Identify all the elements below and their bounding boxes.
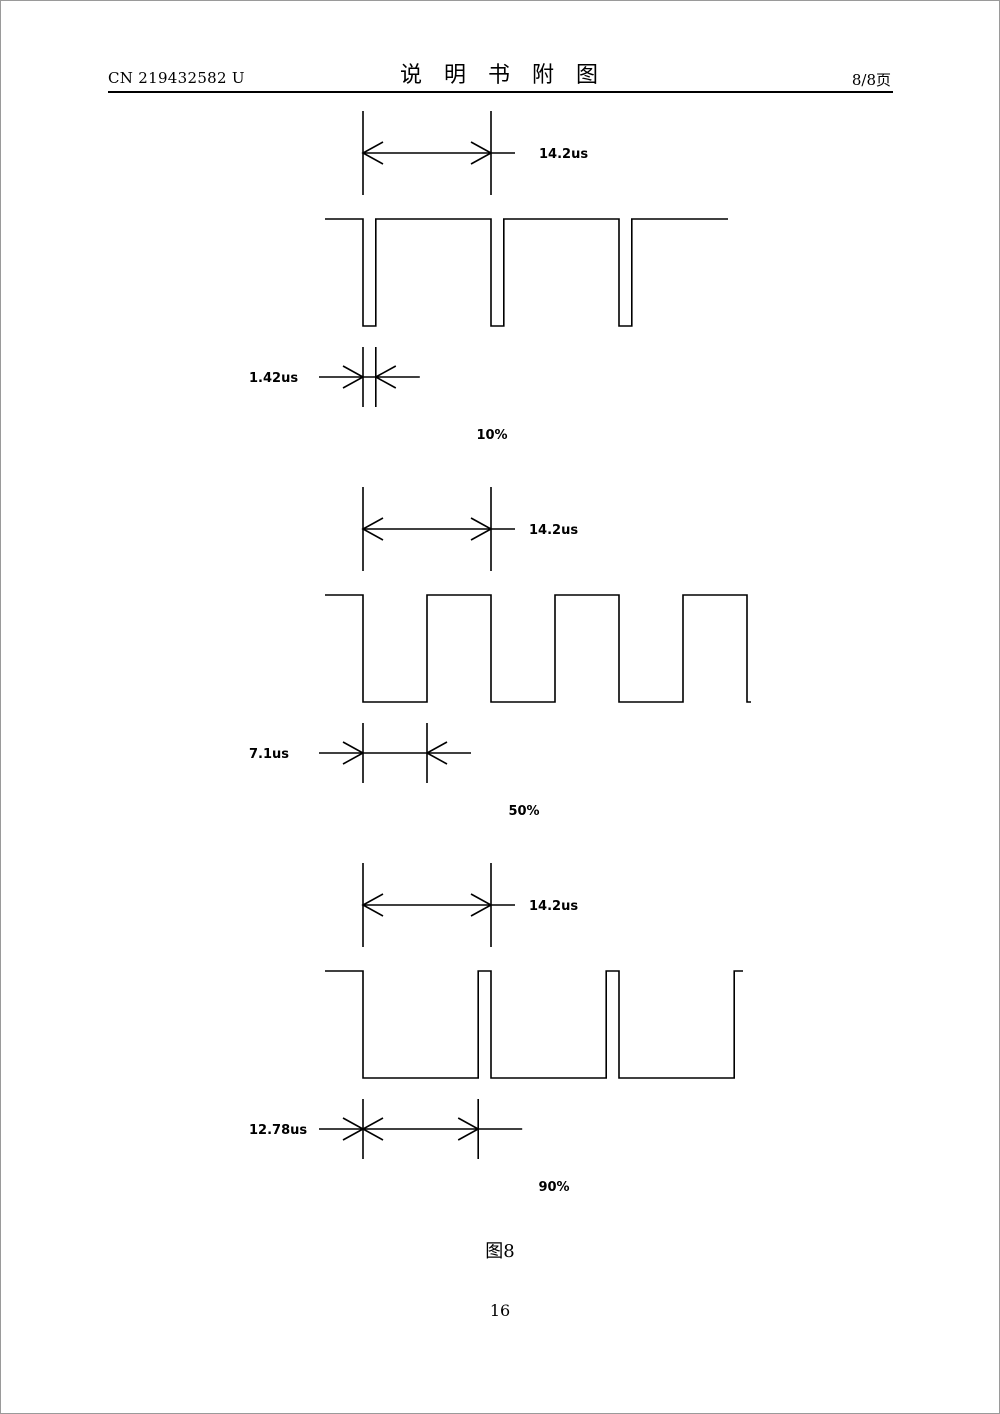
duty-cycle-label: 90%: [538, 1180, 569, 1195]
period-label: 14.2us: [529, 523, 578, 538]
period-label: 14.2us: [539, 147, 588, 162]
header-rule: [108, 91, 893, 93]
figure-caption: 图8: [485, 1241, 515, 1262]
pulse-arrowhead-right: [457, 1117, 480, 1141]
pwm-waveform: [325, 218, 728, 327]
period-arrowhead-right: [470, 141, 493, 165]
page-indicator: 8/8页: [851, 71, 891, 89]
period-arrowhead-right: [470, 517, 493, 541]
pulse-arrowhead-left-in: [361, 1117, 384, 1141]
page-number: 16: [489, 1301, 511, 1320]
pulse-arrowhead-right: [425, 741, 448, 765]
duty-cycle-label: 50%: [508, 804, 539, 819]
pulse-arrowhead-left: [342, 365, 365, 389]
pulse-arrowhead-left: [342, 741, 365, 765]
period-label: 14.2us: [529, 899, 578, 914]
pulse-arrowhead-right: [374, 365, 397, 389]
pulse-width-label: 1.42us: [249, 371, 298, 386]
page-header: CN 219432582 U 说明书附图 8/8页: [1, 1, 999, 101]
pulse-width-label: 7.1us: [249, 747, 289, 762]
pwm-waveform: [325, 970, 743, 1079]
document-title: 说明书附图: [399, 63, 620, 88]
pulse-width-label: 12.78us: [249, 1123, 307, 1138]
period-arrowhead-left: [361, 893, 384, 917]
period-arrowhead-left: [361, 517, 384, 541]
period-arrowhead-right: [470, 893, 493, 917]
duty-cycle-label: 10%: [476, 428, 507, 443]
period-arrowhead-left: [361, 141, 384, 165]
pwm-waveform: [325, 594, 751, 703]
publication-number: CN 219432582 U: [108, 69, 245, 87]
